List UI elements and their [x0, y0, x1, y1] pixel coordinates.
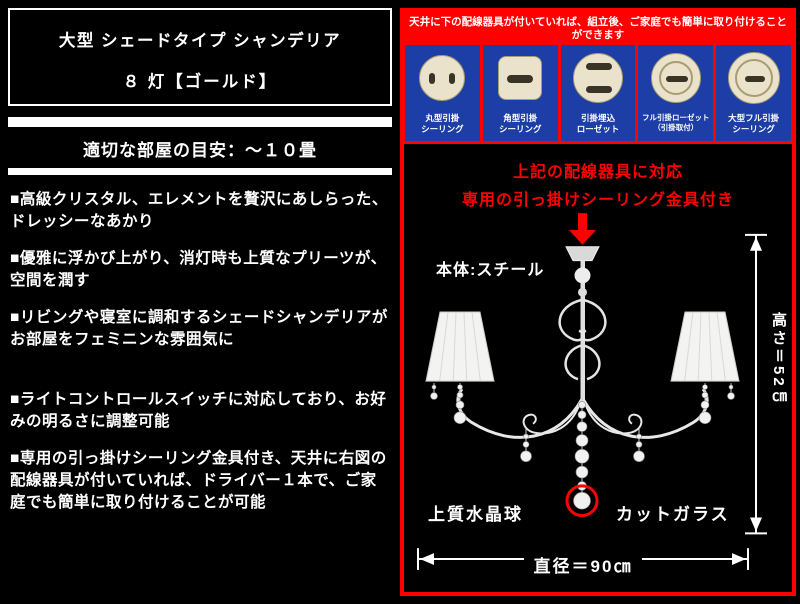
cut-glass-label: カットガラス: [616, 505, 730, 525]
room-size-guide: 適切な部屋の目安：～１０畳: [83, 141, 317, 160]
fixture-label-line: フル引掛ローゼット: [642, 113, 710, 123]
pole-and-ornaments: [558, 260, 607, 400]
fixture-card-large-full-ceiling: 大型フル引掛 シーリング: [716, 45, 791, 142]
feature-item: ■優雅に浮かび上がり、消灯時も上質なプリーツが、空間を潤す: [10, 250, 387, 289]
fixture-label-line: シーリング: [732, 124, 775, 135]
fixture-card-round-ceiling: 丸型引掛 シーリング: [405, 45, 480, 142]
fixture-compatibility-caption: 上記の配線器具に対応: [512, 164, 683, 182]
feature-list: ■高級クリスタル、エレメントを贅沢にあしらった、ドレッシーなあかり ■優雅に浮か…: [8, 175, 392, 514]
fixture-label-line: 丸型引掛: [425, 113, 460, 124]
feature-item: ■専用の引っ掛けシーリング金具付き、天井に右図の配線器具が付いていれば、ドライバ…: [10, 450, 387, 511]
fixture-label-line: シーリング: [498, 124, 542, 135]
crystal-drops: [430, 383, 735, 510]
fixture-label-line: シーリング: [421, 124, 464, 135]
divider: [8, 117, 392, 127]
chandelier-diagram-illustration: [417, 213, 767, 571]
square-ceiling-fixture-icon: [498, 56, 543, 101]
fixture-label-line: 大型フル引掛: [728, 113, 780, 124]
feature-item: ■リビングや寝室に調和するシェードシャンデリアがお部屋をフェミニンな雰囲気に: [10, 309, 388, 348]
red-down-arrow-icon: [569, 213, 596, 246]
height-dimension-label: 高さ＝52㎝: [770, 312, 787, 408]
left-lamp-shade: [425, 311, 495, 383]
right-lamp-shade: [670, 311, 740, 383]
product-subtitle: ８ 灯【ゴールド】: [122, 73, 278, 91]
product-title: 大型 シェードタイプ シャンデリア: [58, 32, 342, 50]
crystal-ball-label: 上質水晶球: [428, 505, 523, 525]
body-material-label: 本体:スチール: [436, 262, 545, 280]
embedded-rosette-fixture-icon: [572, 53, 623, 104]
full-rosette-fixture-icon: [650, 53, 701, 104]
feature-item: ■ライトコントロールスイッチに対応しており、お好みの明るさに調整可能: [10, 391, 387, 430]
product-info-panel: 大型 シェードタイプ シャンデリア ８ 灯【ゴールド】 適切な部屋の目安：～１０…: [8, 8, 392, 514]
ceiling-mount: [565, 246, 600, 262]
installation-notice: 天井に下の配線器具が付いていれば、組立後、ご家庭でも簡単に取り付けることができま…: [404, 12, 792, 46]
diameter-dimension-label: 直径＝90㎝: [404, 552, 762, 578]
product-title-box: 大型 シェードタイプ シャンデリア ８ 灯【ゴールド】: [8, 8, 392, 106]
ceiling-fixtures-row: 丸型引掛 シーリング 角型引掛 シーリング 引掛埋込 ローゼット フル引掛ローゼ…: [404, 45, 792, 145]
fixture-card-full-rosette: フル引掛ローゼット （引掛取付）: [638, 45, 714, 142]
fixture-card-square-ceiling: 角型引掛 シーリング: [482, 45, 558, 142]
fixture-label-line: 引掛埋込: [580, 113, 615, 124]
chandelier-diagram-area: 上記の配線器具に対応 専用の引っ掛けシーリング金具付き 本体:スチール 上質水晶…: [404, 144, 792, 592]
round-ceiling-fixture-icon: [419, 55, 466, 102]
large-full-ceiling-fixture-icon: [727, 52, 780, 105]
mount-included-caption: 専用の引っ掛けシーリング金具付き: [461, 192, 734, 210]
crystal-highlight-circle: [565, 484, 599, 518]
fixture-label-line: 角型引掛: [503, 113, 538, 124]
installation-info-panel: 天井に下の配線器具が付いていれば、組立後、ご家庭でも簡単に取り付けることができま…: [400, 8, 796, 596]
height-dimension-line: [745, 234, 767, 535]
fixture-card-embedded-rosette: 引掛埋込 ローゼット: [560, 45, 636, 142]
feature-item: ■高級クリスタル、エレメントを贅沢にあしらった、ドレッシーなあかり: [10, 191, 388, 230]
fixture-label-line: ローゼット: [576, 124, 620, 135]
divider: [8, 168, 392, 175]
fixture-label-line: （引掛取付）: [653, 123, 699, 132]
